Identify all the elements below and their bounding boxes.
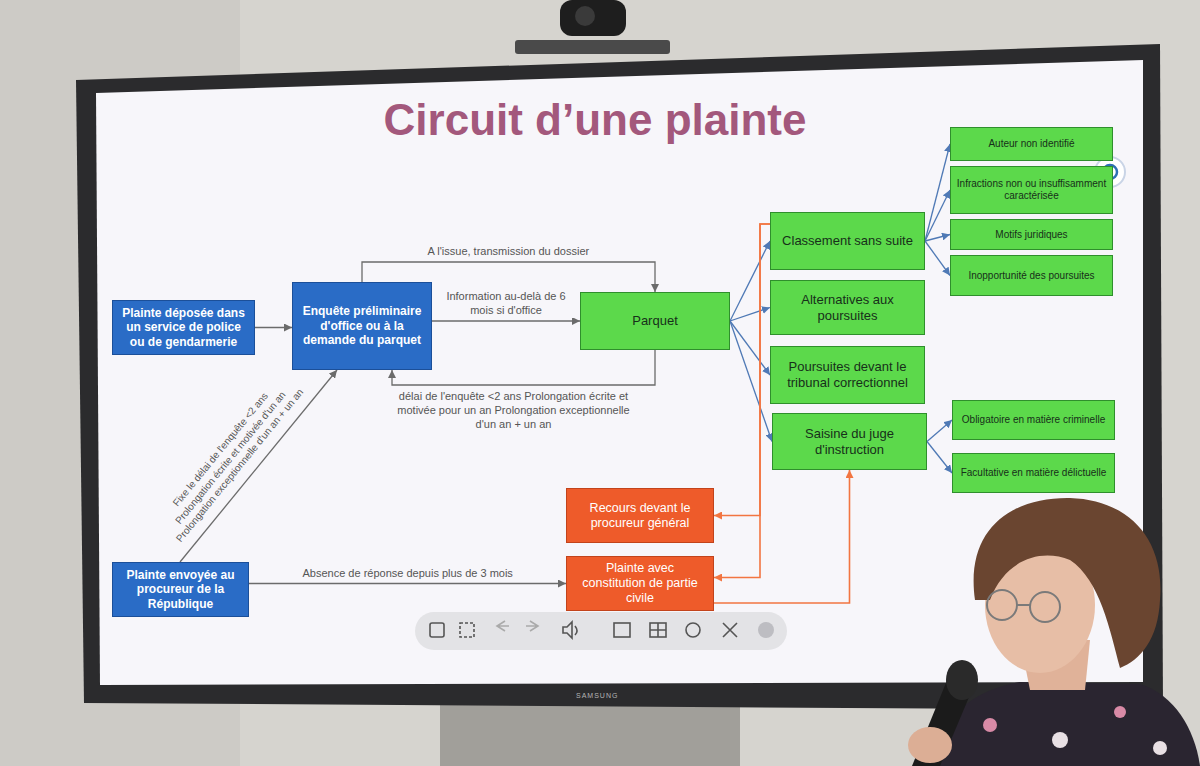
decision-box: Poursuites devant le tribunal correction… [770,346,925,404]
screen-bezel [76,44,1163,710]
connector-arrow [730,321,770,375]
reason-box: Facultative en matière délictuelle [952,453,1115,493]
toolbar-icon [723,623,737,637]
node-text: Inopportunité des poursuites [968,270,1094,282]
presenter-hand [908,727,952,763]
microphone-head [946,660,978,700]
edge-label: délai de l'enquête <2 ans Prolongation é… [394,390,634,431]
pattern-dot [983,718,997,732]
node-text: Facultative en matière délictuelle [961,467,1107,479]
remedy-box: Plainte avec constitution de partie civi… [566,556,714,611]
edge-label: Information au-delà de 6 mois si d'offic… [439,290,574,318]
process-box: Plainte déposée dans un service de polic… [112,300,255,355]
glasses [1017,604,1030,606]
reason-box: Infractions non ou insuffisamment caract… [950,166,1113,214]
node-text: Plainte avec constitution de partie civi… [573,561,707,606]
toolbar-icon [526,621,538,631]
connector-arrow [714,224,770,578]
connector-arrow [925,241,950,276]
pattern-dot [1052,732,1068,748]
node-text: Motifs juridiques [995,229,1067,241]
pattern-dot [1153,741,1167,755]
connector-arrow [714,470,850,603]
reason-box: Auteur non identifié [950,127,1113,161]
decision-box: Parquet [580,292,730,350]
node-text: Enquête préliminaire d'office ou à la de… [299,304,425,347]
brand-label: SAMSUNG [576,692,618,699]
node-text: Obligatoire en matière criminelle [962,414,1105,426]
toolbar-icon [686,623,700,637]
node-text: Saisine du juge d'instruction [779,426,920,457]
connector-arrow [255,327,292,328]
toolbar-icon [460,623,474,637]
node-text: Plainte envoyée au procureur de la Répub… [119,568,242,611]
connector-arrow [925,144,950,241]
connector-arrow [925,235,950,242]
reason-box: Obligatoire en matière criminelle [952,400,1115,440]
screen-stand [440,703,740,766]
toolbar-icons [430,621,774,638]
node-text: Alternatives aux poursuites [777,292,918,323]
process-box: Plainte envoyée au procureur de la Répub… [112,562,249,617]
node-text: Auteur non identifié [988,138,1074,150]
node-text: Poursuites devant le tribunal correction… [777,359,918,390]
node-text: Recours devant le procureur général [573,501,707,531]
toolbar-icon [563,622,577,638]
pattern-dot [1114,706,1126,718]
reason-box: Inopportunité des poursuites [950,255,1113,296]
toolbar-icon [650,623,666,637]
reason-box: Motifs juridiques [950,219,1113,250]
connector-arrow [927,442,952,474]
glasses [987,590,1017,620]
toolbar-icon [430,623,444,637]
toolbar-icon [497,621,509,631]
connector-arrow [714,224,770,516]
process-box: Enquête préliminaire d'office ou à la de… [292,282,432,370]
camera-mount [515,40,670,54]
presenter-hair [974,498,1161,668]
node-text: Parquet [632,313,678,329]
toolbar-icon [758,622,774,638]
glasses [1030,592,1060,622]
presentation-toolbar [415,612,787,650]
connector-arrow [730,321,772,442]
decision-box: Classement sans suite [770,212,925,270]
presenter [908,498,1200,766]
toolbar-icon [650,623,666,637]
camera [560,0,626,36]
connector-arrow [730,241,770,321]
node-text: Classement sans suite [782,233,913,249]
slide-title: Circuit d’une plainte [250,96,940,144]
remedy-box: Recours devant le procureur général [566,488,714,543]
connector-arrow [927,420,952,442]
decision-box: Alternatives aux poursuites [770,280,925,335]
node-text: Plainte déposée dans un service de polic… [119,306,248,349]
decision-box: Saisine du juge d'instruction [772,413,927,470]
edge-label: Absence de réponse depuis plus de 3 mois [301,567,515,581]
connector-arrow [432,320,580,321]
toolbar-icon [614,623,630,637]
edge-label: A l'issue, transmission du dossier [426,245,592,259]
connector-arrow [925,190,950,241]
node-text: Infractions non ou insuffisamment caract… [956,178,1107,202]
connector-arrow [249,583,566,584]
camera-lens [575,6,595,26]
connector-arrow [730,308,770,322]
